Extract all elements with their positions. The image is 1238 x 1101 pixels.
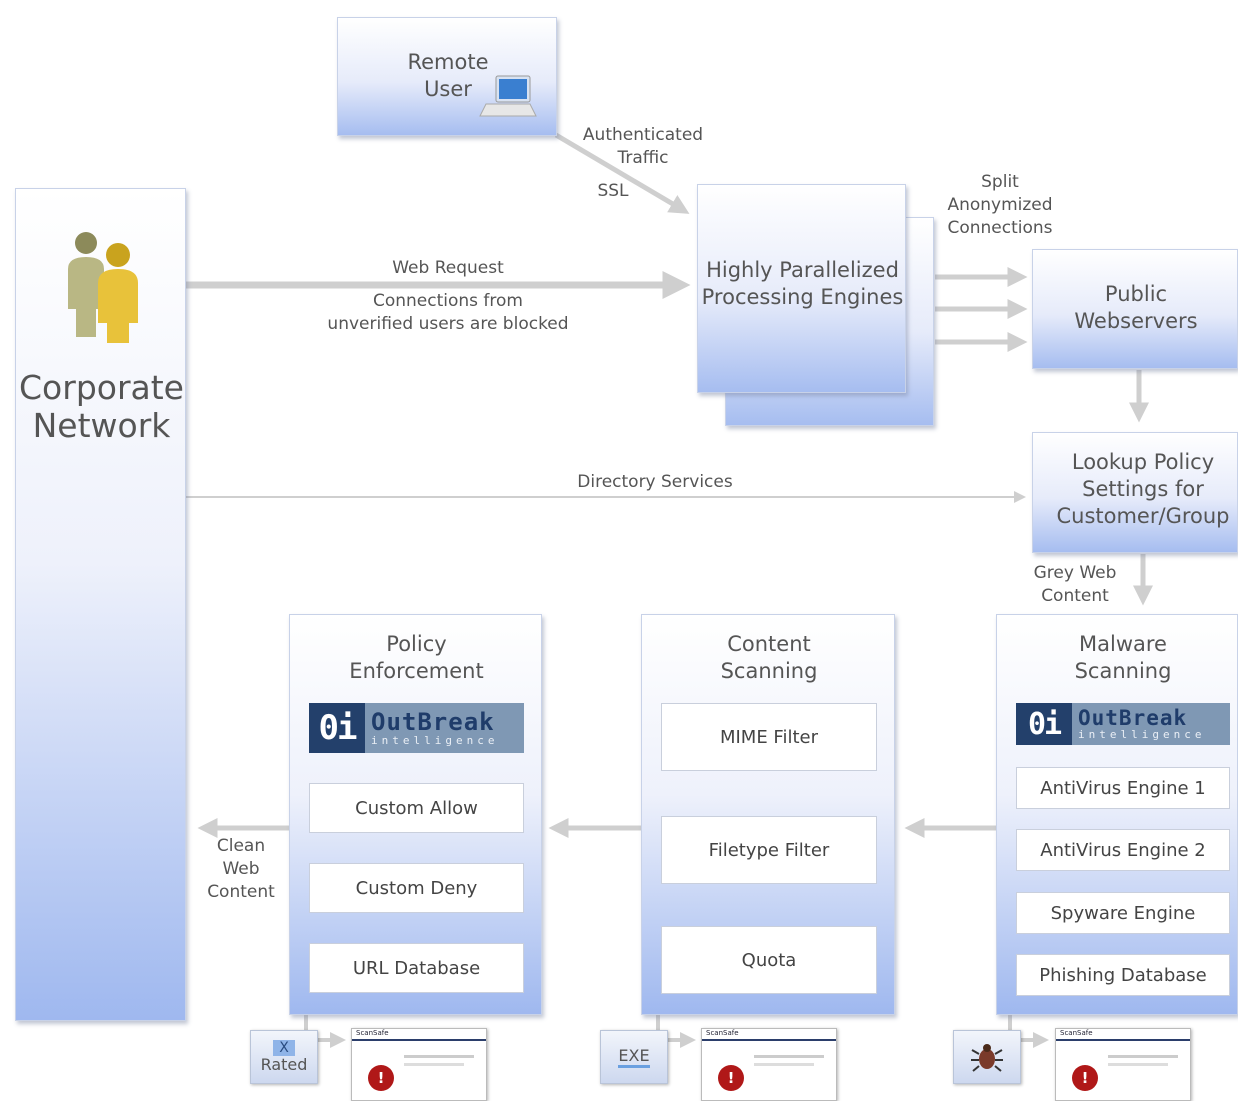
remote-user-box: Remote User (337, 17, 557, 136)
corporate-title-line2: Network (32, 406, 171, 445)
remote-user-line1: Remote (407, 50, 489, 74)
antivirus-engine-2: AntiVirus Engine 2 (1016, 829, 1230, 871)
rated-icon: X Rated (250, 1030, 318, 1084)
content-scanning-box: Content Scanning MIME Filter Filetype Fi… (641, 614, 895, 1015)
label-authenticated: Authenticated (582, 125, 704, 145)
label-connections: Connections (947, 218, 1053, 238)
public-line2: Webservers (1074, 309, 1198, 333)
label-anonymized: Anonymized (947, 195, 1053, 215)
stop-icon: ! (368, 1065, 394, 1091)
url-database: URL Database (309, 943, 524, 993)
label-grey-web: Grey Web (1033, 563, 1117, 583)
malware-scanning-box: Malware Scanning 0i OutBreak intelligenc… (996, 614, 1238, 1015)
policy-enforcement-box: Policy Enforcement 0i OutBreak intellige… (289, 614, 542, 1015)
arrow-authenticated-traffic (554, 132, 690, 214)
exe-label: EXE (618, 1046, 650, 1068)
stop-icon: ! (718, 1065, 744, 1091)
bug-icon-box (953, 1030, 1021, 1084)
lookup-line2: Settings for (1082, 477, 1204, 501)
custom-allow: Custom Allow (309, 783, 524, 833)
label-directory-services: Directory Services (577, 472, 733, 492)
corporate-title-line1: Corporate (19, 368, 184, 407)
label-grey-content: Content (1041, 586, 1109, 606)
malware-line2: Scanning (1074, 659, 1172, 683)
quota: Quota (661, 926, 877, 994)
label-clean-content: Content (207, 882, 275, 902)
thumb-brand-3: ScanSafe (1056, 1029, 1190, 1041)
block-page-thumb-3: ScanSafe ! (1055, 1028, 1191, 1101)
logo-oi: 0i (309, 703, 365, 753)
label-clean-web: Web (222, 859, 260, 879)
content-line2: Scanning (720, 659, 818, 683)
outbreak-logo-malware: 0i OutBreak intelligence (1016, 703, 1230, 745)
people-icon (68, 232, 138, 343)
block-page-thumb-2: ScanSafe ! (701, 1028, 837, 1101)
label-split: Split (981, 172, 1019, 192)
laptop-icon (479, 75, 537, 117)
mime-filter: MIME Filter (661, 703, 877, 771)
rated-label: Rated (260, 1055, 308, 1074)
filetype-filter: Filetype Filter (661, 816, 877, 884)
label-clean: Clean (216, 836, 266, 856)
logo-outbreak: OutBreak (371, 708, 495, 736)
block-page-thumb-1: ScanSafe ! (351, 1028, 487, 1101)
policy-line2: Enforcement (349, 659, 484, 683)
engines-line1: Highly Parallelized (706, 258, 899, 282)
public-line1: Public (1104, 282, 1168, 306)
antivirus-engine-1: AntiVirus Engine 1 (1016, 767, 1230, 809)
logo-intelligence-malware: intelligence (1078, 728, 1206, 741)
lookup-line1: Lookup Policy (1071, 450, 1215, 474)
spyware-engine: Spyware Engine (1016, 892, 1230, 934)
public-webservers-box: Public Webservers (1032, 249, 1238, 369)
logo-intelligence: intelligence (371, 734, 499, 747)
phishing-database: Phishing Database (1016, 954, 1230, 996)
malware-line1: Malware (1079, 632, 1167, 656)
lookup-line3: Customer/Group (1056, 504, 1230, 528)
engines-line2: Processing Engines (701, 285, 904, 309)
logo-oi-malware: 0i (1016, 703, 1072, 745)
lookup-policy-box: Lookup Policy Settings for Customer/Grou… (1032, 432, 1238, 553)
policy-line1: Policy (386, 632, 447, 656)
logo-outbreak-malware: OutBreak (1078, 706, 1188, 730)
label-unverified-blocked: unverified users are blocked (327, 314, 569, 334)
label-web-request: Web Request (392, 258, 504, 278)
exe-icon: EXE (600, 1030, 668, 1084)
corporate-network-box: Corporate Network (15, 188, 186, 1021)
stop-icon: ! (1072, 1065, 1098, 1091)
custom-deny: Custom Deny (309, 863, 524, 913)
content-line1: Content (727, 632, 811, 656)
thumb-brand-1: ScanSafe (352, 1029, 486, 1041)
thumb-brand-2: ScanSafe (702, 1029, 836, 1041)
processing-engines-box: Highly Parallelized Processing Engines (697, 184, 906, 393)
label-ssl: SSL (597, 181, 629, 201)
remote-user-line2: User (424, 77, 472, 101)
bug-icon (971, 1044, 1003, 1072)
label-traffic: Traffic (617, 148, 669, 168)
rated-x-icon: X (273, 1040, 295, 1056)
outbreak-logo-policy: 0i OutBreak intelligence (309, 703, 524, 753)
label-connections-from: Connections from (372, 291, 523, 311)
